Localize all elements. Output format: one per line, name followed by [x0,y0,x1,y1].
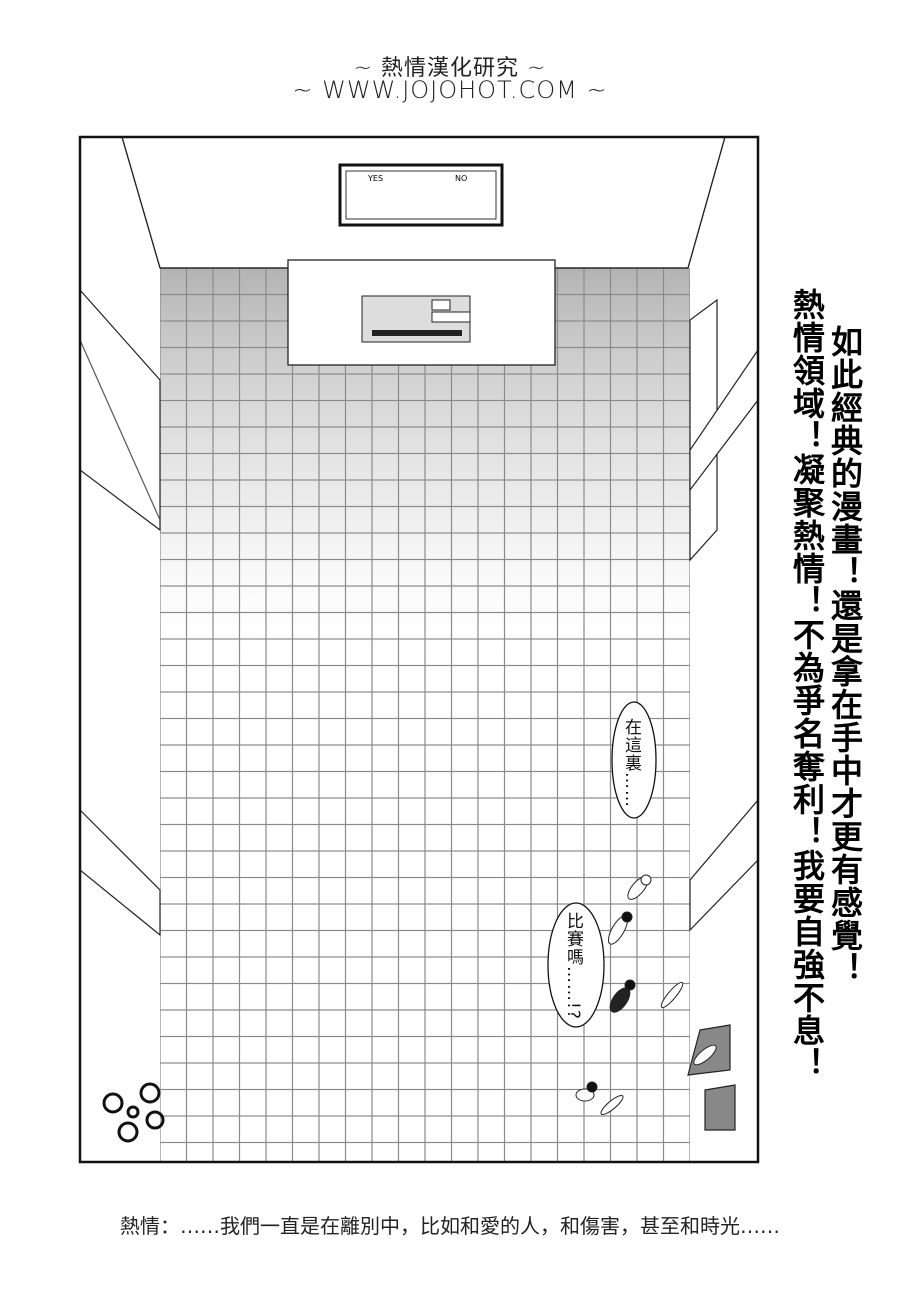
characters [575,874,717,1116]
group-name: ~ 熱情漢化研究 ~ [353,56,547,81]
vertical-slogan-right: 如此經典的漫畫！還是拿在手中才更有感覺！ [826,325,864,985]
website-url: ~ WWW.JOJOHOT.COM ~ [292,76,608,104]
judge-desk [287,259,556,366]
panel-frame [78,135,760,1164]
vertical-slogan-left: 熱情領域！凝聚熱情！不為爭名奪利！我要自強不息！ [788,288,826,1080]
scanlator-logo [102,1082,165,1143]
speech-bubble-text: 比賽嗎……!? [563,912,583,1020]
speech-bubble-text: 在這裏…… [621,718,641,808]
wall-screen: YES NO [338,163,504,227]
speech-bubbles [547,701,657,1028]
speech-bubble [547,902,605,1028]
speech-bubble [611,701,657,819]
screen-yes-label: YES [367,174,383,183]
translator-caption: 熱情：……我們一直是在離別中，比如和愛的人，和傷害，甚至和時光…… [120,1214,780,1238]
screen-no-label: NO [455,174,467,183]
floor [160,268,690,1162]
